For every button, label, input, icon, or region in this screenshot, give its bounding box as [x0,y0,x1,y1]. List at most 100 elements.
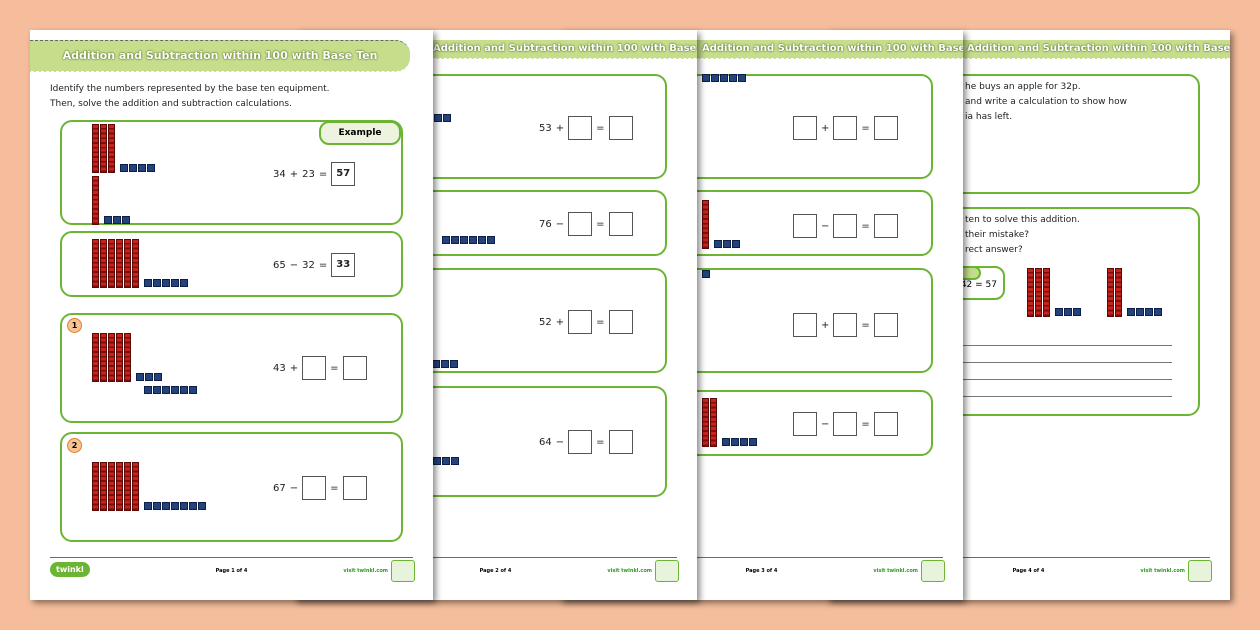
ten-rod [710,398,717,447]
one-cube [153,502,161,510]
answer-box[interactable] [873,412,898,436]
one-cube [171,502,179,510]
ten-rod [124,239,131,288]
worksheet-page-2: Addition and Subtraction within 100 with… [294,30,697,600]
answer-box[interactable] [342,476,367,500]
one-cube [153,386,161,394]
visit-link[interactable]: visit twinkl.com [1140,568,1185,574]
ten-rod [1107,268,1114,317]
answer-box[interactable] [302,476,327,500]
ten-rod [116,239,123,288]
answer-box[interactable] [873,214,898,238]
answer-box[interactable] [608,116,633,140]
answer-box[interactable] [793,412,817,436]
ten-rod [100,333,107,382]
answer-line [957,345,1172,346]
equation: 43+= [273,356,367,380]
one-cube [154,373,162,381]
ten-rod [100,124,107,173]
one-cube [144,279,152,287]
one-cube [171,279,179,287]
twinkl-logo[interactable]: twinkl [50,562,90,577]
one-cube [1055,308,1063,316]
ten-rod [1035,268,1042,317]
one-cube [487,236,495,244]
answer-box[interactable] [793,313,817,337]
visit-link[interactable]: visit twinkl.com [873,568,918,574]
answer-box[interactable] [833,116,858,140]
ten-rod [702,398,709,447]
ten-rod [702,200,709,249]
one-cube [113,216,121,224]
answer-box[interactable] [568,212,593,236]
one-cube [1136,308,1144,316]
equation: 64−= [539,430,633,454]
one-cube [722,438,730,446]
one-cube [120,164,128,172]
ten-rod [132,462,139,511]
badge-icon [391,560,415,582]
answer-box[interactable] [833,214,858,238]
answer-box[interactable] [833,313,858,337]
ten-rod [1027,268,1034,317]
answer-box[interactable] [873,116,898,140]
one-cube [180,502,188,510]
equation: += [793,116,898,140]
one-cube [180,279,188,287]
answer-box[interactable] [568,116,593,140]
answer-box: 57 [331,162,356,186]
page-title: Addition and Subtraction within 100 with… [30,40,410,72]
answer-box[interactable] [793,214,817,238]
page-number: Page 1 of 4 [215,568,248,574]
ten-rod [92,124,99,173]
one-cube [443,114,451,122]
one-cube [434,114,442,122]
answer-box[interactable] [608,430,633,454]
question-number: 1 [67,318,82,333]
page-number: Page 3 of 4 [745,568,778,574]
visit-link[interactable]: visit twinkl.com [607,568,652,574]
ten-rod [108,124,115,173]
equation: 67−= [273,476,367,500]
equation: += [793,313,898,337]
answer-box[interactable] [833,412,858,436]
ten-rod [108,333,115,382]
one-cube [441,360,449,368]
one-cube [136,373,144,381]
one-cube [189,502,197,510]
answer-box[interactable] [608,212,633,236]
ten-rod [132,239,139,288]
one-cube [702,270,710,278]
badge-icon [921,560,945,582]
answer-box[interactable] [302,356,327,380]
visit-link[interactable]: visit twinkl.com [343,568,388,574]
answer-box[interactable] [608,310,633,334]
equation: 65−32=33 [273,253,356,277]
one-cube [145,373,153,381]
ten-rod [92,176,99,225]
answer-box[interactable] [873,313,898,337]
instructions: Identify the numbers represented by the … [50,84,330,109]
question-number: 2 [67,438,82,453]
answer-line [957,396,1172,397]
one-cube [1064,308,1072,316]
ten-rod [100,462,107,511]
answer-box[interactable] [568,430,593,454]
one-cube [442,236,450,244]
one-cube [451,236,459,244]
ten-rod [124,462,131,511]
one-cube [129,164,137,172]
one-cube [162,386,170,394]
one-cube [1154,308,1162,316]
one-cube [432,360,440,368]
one-cube [1127,308,1135,316]
equation: −= [793,412,898,436]
example-label: Example [319,121,401,145]
answer-box[interactable] [568,310,593,334]
equation: 52+= [539,310,633,334]
ten-rod [1043,268,1050,317]
answer-box[interactable] [342,356,367,380]
ten-rod [116,462,123,511]
answer-box[interactable] [793,116,817,140]
one-cube [442,457,450,465]
